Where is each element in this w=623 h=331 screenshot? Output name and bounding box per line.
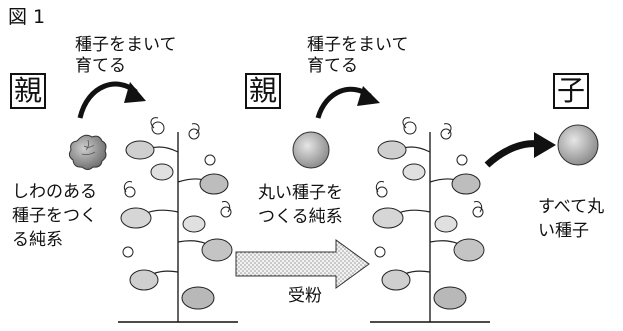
instruction-left: 種子をまいて 育てる <box>75 35 177 76</box>
child-label: 子 <box>553 73 590 109</box>
parent-label-right: 親 <box>245 73 282 109</box>
figure-label: 図 1 <box>8 6 46 28</box>
seed-caption-right: 丸い種子を つくる純系 <box>258 183 343 227</box>
seed-caption-left: しわのある 種子をつく る純系 <box>12 182 97 250</box>
parent-label-left: 親 <box>10 73 47 109</box>
pollination-label: 受粉 <box>288 286 322 306</box>
seed-caption-child: すべて丸 い種子 <box>538 197 605 241</box>
parent-pea-plant-right <box>370 116 490 323</box>
round-seed <box>292 131 330 169</box>
wrinkled-seed <box>68 134 107 170</box>
parent-pea-plant-left <box>118 116 238 323</box>
curved-arrow-to-child <box>484 140 539 168</box>
instruction-right: 種子をまいて 育てる <box>307 35 409 76</box>
pollination-arrow <box>235 239 370 289</box>
round-seed-child <box>557 124 599 166</box>
